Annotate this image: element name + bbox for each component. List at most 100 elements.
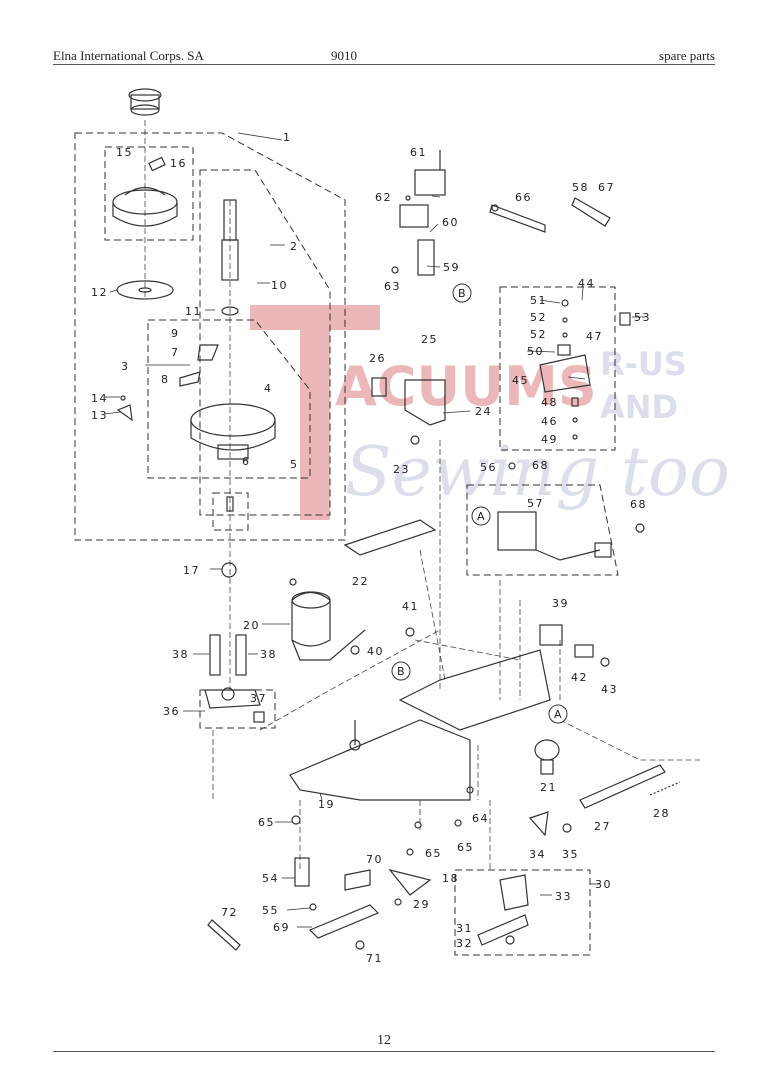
callout-24: 24 (475, 405, 492, 418)
callout-27: 27 (594, 820, 611, 833)
callout-19: 19 (318, 798, 335, 811)
callout-54: 54 (262, 872, 279, 885)
callout-32: 32 (456, 937, 473, 950)
callout-38b: 38 (260, 648, 277, 661)
rotary-hook (179, 344, 276, 460)
callout-68b: 68 (630, 498, 647, 511)
callout-69: 69 (273, 921, 290, 934)
slide-rail-22 (343, 519, 437, 556)
callout-45: 45 (512, 374, 529, 387)
page-header: Elna International Corps. SA 9010 spare … (53, 48, 715, 64)
washer-17 (221, 562, 237, 578)
spring-28 (649, 781, 681, 796)
callout-58: 58 (572, 181, 589, 194)
callout-25: 25 (421, 333, 438, 346)
callout-72: 72 (221, 906, 238, 919)
callout-15: 15 (116, 146, 133, 159)
watermark: ACUUMS R-US AND Sewing too (250, 305, 730, 520)
lever-34 (528, 811, 549, 837)
callout-1: 1 (283, 131, 292, 144)
base-frame (289, 649, 551, 801)
callout-16: 16 (170, 157, 187, 170)
callout-10: 10 (271, 279, 288, 292)
callout-55: 55 (262, 904, 279, 917)
callout-17: 17 (183, 564, 200, 577)
callout-29: 29 (413, 898, 430, 911)
callout-3: 3 (121, 360, 130, 373)
callout-22: 22 (352, 575, 369, 588)
callout-14: 14 (91, 392, 108, 405)
callout-41: 41 (402, 600, 419, 613)
callout-44: 44 (578, 277, 595, 290)
callout-28: 28 (653, 807, 670, 820)
callout-53: 53 (634, 311, 651, 324)
callout-60: 60 (442, 216, 459, 229)
reference-markers: B A B A (391, 283, 568, 724)
watermark-line-4: Sewing too (345, 433, 730, 512)
callout-52b: 52 (530, 328, 547, 341)
callout-62: 62 (375, 191, 392, 204)
callout-7: 7 (171, 346, 180, 359)
callout-40: 40 (367, 645, 384, 658)
stepper-motor (289, 578, 366, 661)
bobbin-spool (128, 88, 162, 116)
callout-21: 21 (540, 781, 557, 794)
page-number: 12 (377, 1033, 391, 1048)
callout-8: 8 (161, 373, 170, 386)
callout-65b: 65 (425, 847, 442, 860)
callout-43: 43 (601, 683, 618, 696)
callout-63: 63 (384, 280, 401, 293)
callout-71: 71 (366, 952, 383, 965)
callout-30: 30 (595, 878, 612, 891)
callout-31: 31 (456, 922, 473, 935)
plate-69 (308, 904, 380, 939)
callout-13: 13 (91, 409, 108, 422)
small-lever-13 (116, 404, 133, 422)
header-section: spare parts (659, 48, 715, 63)
callout-70: 70 (366, 853, 383, 866)
post-54 (294, 857, 310, 887)
callout-34: 34 (529, 848, 546, 861)
callout-4: 4 (264, 382, 273, 395)
ref-a-top: A (477, 510, 486, 523)
callout-35: 35 (562, 848, 579, 861)
sensor-unit (399, 150, 446, 276)
callout-38a: 38 (172, 648, 189, 661)
callout-64: 64 (472, 812, 489, 825)
footer-rule (53, 1051, 715, 1052)
cable-tie-72 (207, 919, 241, 951)
callout-65a: 65 (258, 816, 275, 829)
callout-23: 23 (393, 463, 410, 476)
callout-57: 57 (527, 497, 544, 510)
callout-12: 12 (91, 286, 108, 299)
holder-block (204, 634, 265, 723)
callout-18: 18 (442, 872, 459, 885)
watermark-line-1: ACUUMS (335, 355, 597, 418)
bobbin-case (112, 156, 178, 227)
callout-49: 49 (541, 433, 558, 446)
group-outlines (74, 132, 619, 956)
ref-a-bottom: A (554, 708, 563, 721)
callout-61: 61 (410, 146, 427, 159)
watermark-line-2: R-US (600, 345, 687, 383)
callout-37: 37 (250, 692, 267, 705)
ref-b-bottom: B (397, 665, 406, 678)
spindle (221, 199, 239, 316)
callout-33: 33 (555, 890, 572, 903)
group-1-outline (74, 132, 346, 541)
callout-56: 56 (480, 461, 497, 474)
gear (534, 739, 560, 775)
sensor-group (539, 299, 631, 440)
callout-42: 42 (571, 671, 588, 684)
cable-tie-58 (571, 197, 611, 227)
callout-6: 6 (242, 455, 251, 468)
callout-20: 20 (243, 619, 260, 632)
lever-assembly (477, 874, 529, 946)
callout-2: 2 (290, 240, 299, 253)
header-model: 9010 (331, 48, 357, 63)
alignment-lines (144, 120, 700, 870)
callout-11: 11 (185, 305, 202, 318)
ref-b-top: B (458, 287, 467, 300)
callout-26: 26 (369, 352, 386, 365)
